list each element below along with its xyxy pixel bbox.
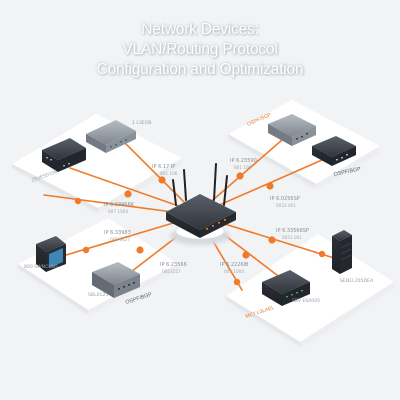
ip-label-8-sub: 003 1004 bbox=[224, 269, 244, 274]
platform-top-right bbox=[228, 100, 380, 188]
bl-protocol-label: OSPF/BGP bbox=[125, 292, 153, 306]
ip-label-2-sub: 801 106 bbox=[234, 165, 252, 170]
node-3 bbox=[75, 198, 81, 204]
title-line-3: Configuration and Optimization bbox=[0, 60, 400, 79]
ip-label-2: IP 6.23590 bbox=[230, 158, 257, 164]
tl-device-label: 1 L3EOB bbox=[132, 120, 152, 126]
router-port-led bbox=[206, 228, 208, 230]
ip-label-1-sub: 801 106 bbox=[160, 171, 178, 176]
platform-top-left bbox=[12, 114, 182, 212]
ip-label-8: IP 6.2226IB bbox=[220, 262, 249, 268]
ip-label-7: IP 6.23566 bbox=[160, 262, 187, 268]
ip-label-4: IP 6.0256SP bbox=[270, 196, 300, 202]
ip-label-5-sub: 005 0427 bbox=[110, 237, 130, 242]
ip-label-5: IP 6.33983 bbox=[104, 230, 131, 236]
title-line-1: Network Devices: bbox=[0, 20, 400, 39]
br-platform-label-2: SEN1L205DEA bbox=[340, 278, 374, 284]
node-7 bbox=[83, 247, 89, 253]
ip-label-3: IP 6.33966K bbox=[104, 202, 135, 208]
node-2 bbox=[124, 190, 131, 197]
bl-platform-label-2: SBL0125 bbox=[88, 292, 108, 298]
node-9 bbox=[242, 251, 249, 258]
central-router bbox=[166, 164, 236, 245]
node-1 bbox=[158, 176, 165, 183]
ip-label-7-sub: 0053227 bbox=[162, 269, 181, 274]
ip-label-1: IP 6.17 IP bbox=[152, 164, 175, 170]
ip-label-3-sub: 007 1504 bbox=[108, 209, 128, 214]
node-5 bbox=[266, 182, 273, 189]
node-6 bbox=[136, 246, 143, 253]
server-tower-bottom-right bbox=[332, 230, 352, 274]
node-11 bbox=[234, 279, 240, 285]
ip-label-6: IP 6.33566SP bbox=[276, 228, 309, 234]
node-10 bbox=[319, 251, 325, 257]
ip-label-4-sub: 0023 001 bbox=[276, 203, 296, 208]
node-8 bbox=[268, 236, 275, 243]
node-4 bbox=[236, 172, 243, 179]
title-line-2: VLAN/Routing Protocol bbox=[0, 40, 400, 59]
br-platform-label: SBV ES0005 bbox=[292, 298, 320, 304]
bl-platform-label: 800 SWNCHNS bbox=[24, 264, 58, 270]
ip-label-6-sub: 0051 001 bbox=[282, 235, 302, 240]
